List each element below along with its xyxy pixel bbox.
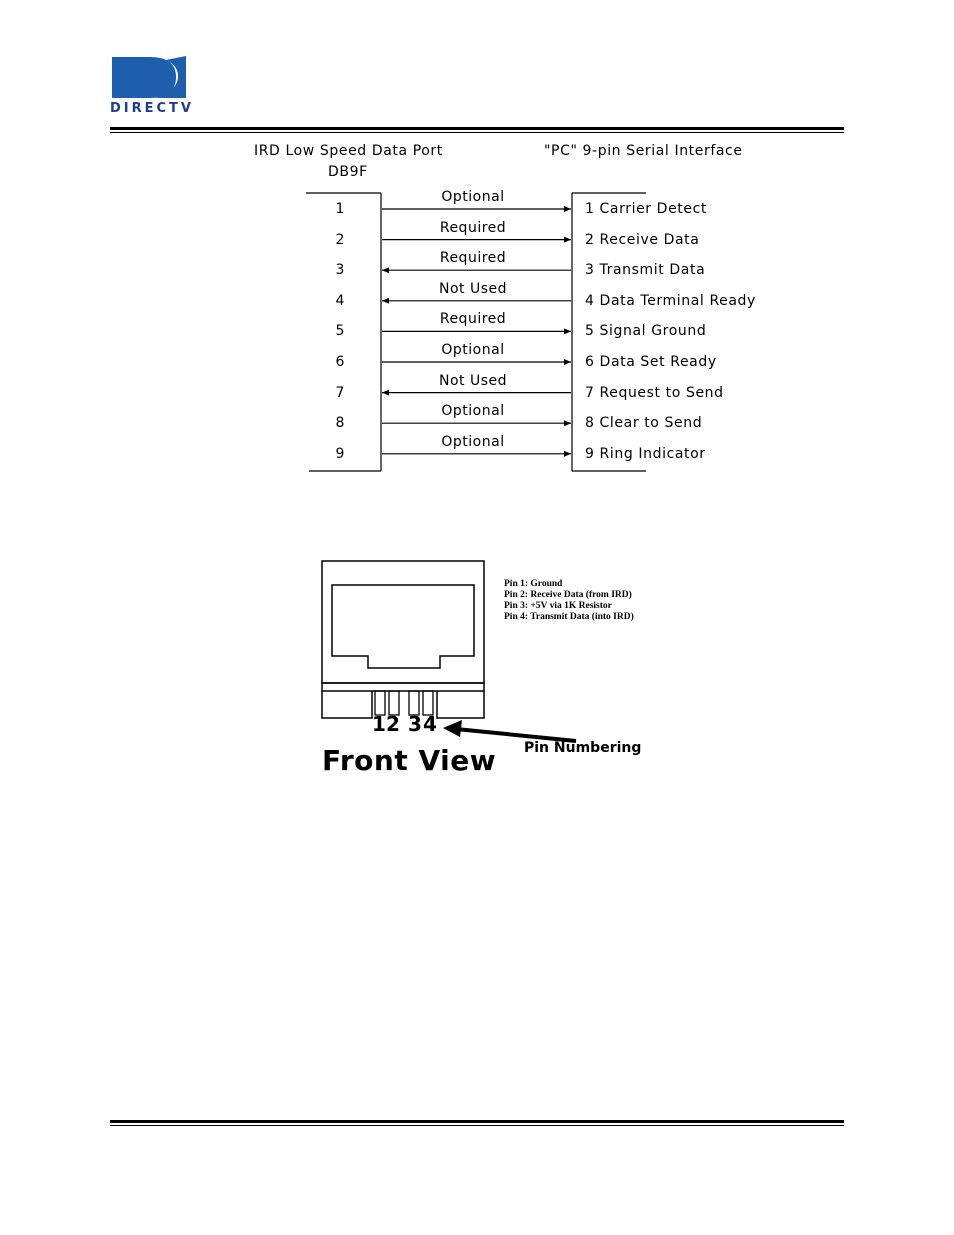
pc-pin-label: 3 Transmit Data [585, 262, 706, 279]
bottom-rule [110, 1120, 844, 1123]
ird-pin-number: 7 [335, 384, 345, 401]
jack-pin-label-3: 3 [408, 712, 422, 736]
signal-requirement-label: Not Used [438, 372, 508, 389]
signal-requirement-label: Required [439, 250, 507, 267]
jack-note-pin4: Pin 4: Transmit Data (into IRD) [504, 612, 634, 622]
pc-pin-label: 7 Request to Send [585, 384, 724, 401]
signal-requirement-label: Required [439, 219, 507, 236]
pc-pin-label: 9 Ring Indicator [585, 445, 706, 462]
signal-requirement-label: Optional [441, 189, 505, 205]
jack-pin-label-1: 1 [372, 712, 386, 736]
ird-pin-number: 8 [335, 415, 345, 432]
bottom-rule-thin [110, 1125, 844, 1126]
pin-numbering-label: Pin Numbering [524, 740, 642, 756]
signal-requirement-label: Not Used [438, 280, 508, 297]
wire-arrow-2 [564, 236, 571, 243]
jack-pin-label-4: 4 [423, 712, 437, 736]
logo-text: DIRECTV [110, 101, 194, 116]
top-rule-thin [110, 132, 844, 133]
ird-pin-number: 2 [335, 231, 345, 248]
jack-note-pin1: Pin 1: Ground [504, 579, 563, 589]
signal-requirement-label: Optional [441, 403, 505, 420]
wire-arrow-5 [564, 328, 571, 335]
ird-pin-number: 9 [335, 445, 345, 462]
ird-pin-number: 5 [335, 323, 345, 340]
ird-port-title: IRD Low Speed Data Port [254, 143, 443, 159]
wire-arrow-9 [564, 450, 571, 457]
pc-pin-label: 2 Receive Data [585, 231, 700, 248]
wire-arrow-7 [382, 389, 389, 396]
ird-port-subtitle: DB9F [328, 164, 368, 180]
jack-note-pin3: Pin 3: +5V via 1K Resistor [504, 601, 612, 611]
ird-pin-number: 6 [335, 354, 345, 370]
pc-pin-label: 6 Data Set Ready [585, 354, 717, 370]
wire-arrow-3 [382, 267, 389, 274]
jack-pin-label-2: 2 [386, 712, 400, 736]
ird-pin-number: 4 [335, 292, 345, 309]
jack-note-pin2: Pin 2: Receive Data (from IRD) [504, 590, 632, 600]
pc-pin-label: 5 Signal Ground [585, 323, 707, 340]
pc-interface-title: "PC" 9-pin Serial Interface [544, 143, 743, 159]
wire-arrow-6 [564, 359, 571, 365]
front-view-caption: Front View [322, 744, 497, 777]
wire-arrow-8 [564, 420, 571, 427]
top-rule [110, 127, 844, 130]
ird-pin-number: 3 [335, 262, 345, 279]
ird-pin-number: 1 [335, 201, 345, 217]
pc-pin-label: 1 Carrier Detect [585, 201, 707, 217]
pc-pin-label: 8 Clear to Send [585, 415, 703, 432]
signal-requirement-label: Required [439, 311, 507, 328]
signal-requirement-label: Optional [441, 342, 505, 358]
pc-pin-label: 4 Data Terminal Ready [585, 292, 756, 309]
wire-arrow-1 [564, 206, 571, 212]
signal-requirement-label: Optional [441, 433, 505, 450]
wire-arrow-4 [382, 297, 389, 304]
